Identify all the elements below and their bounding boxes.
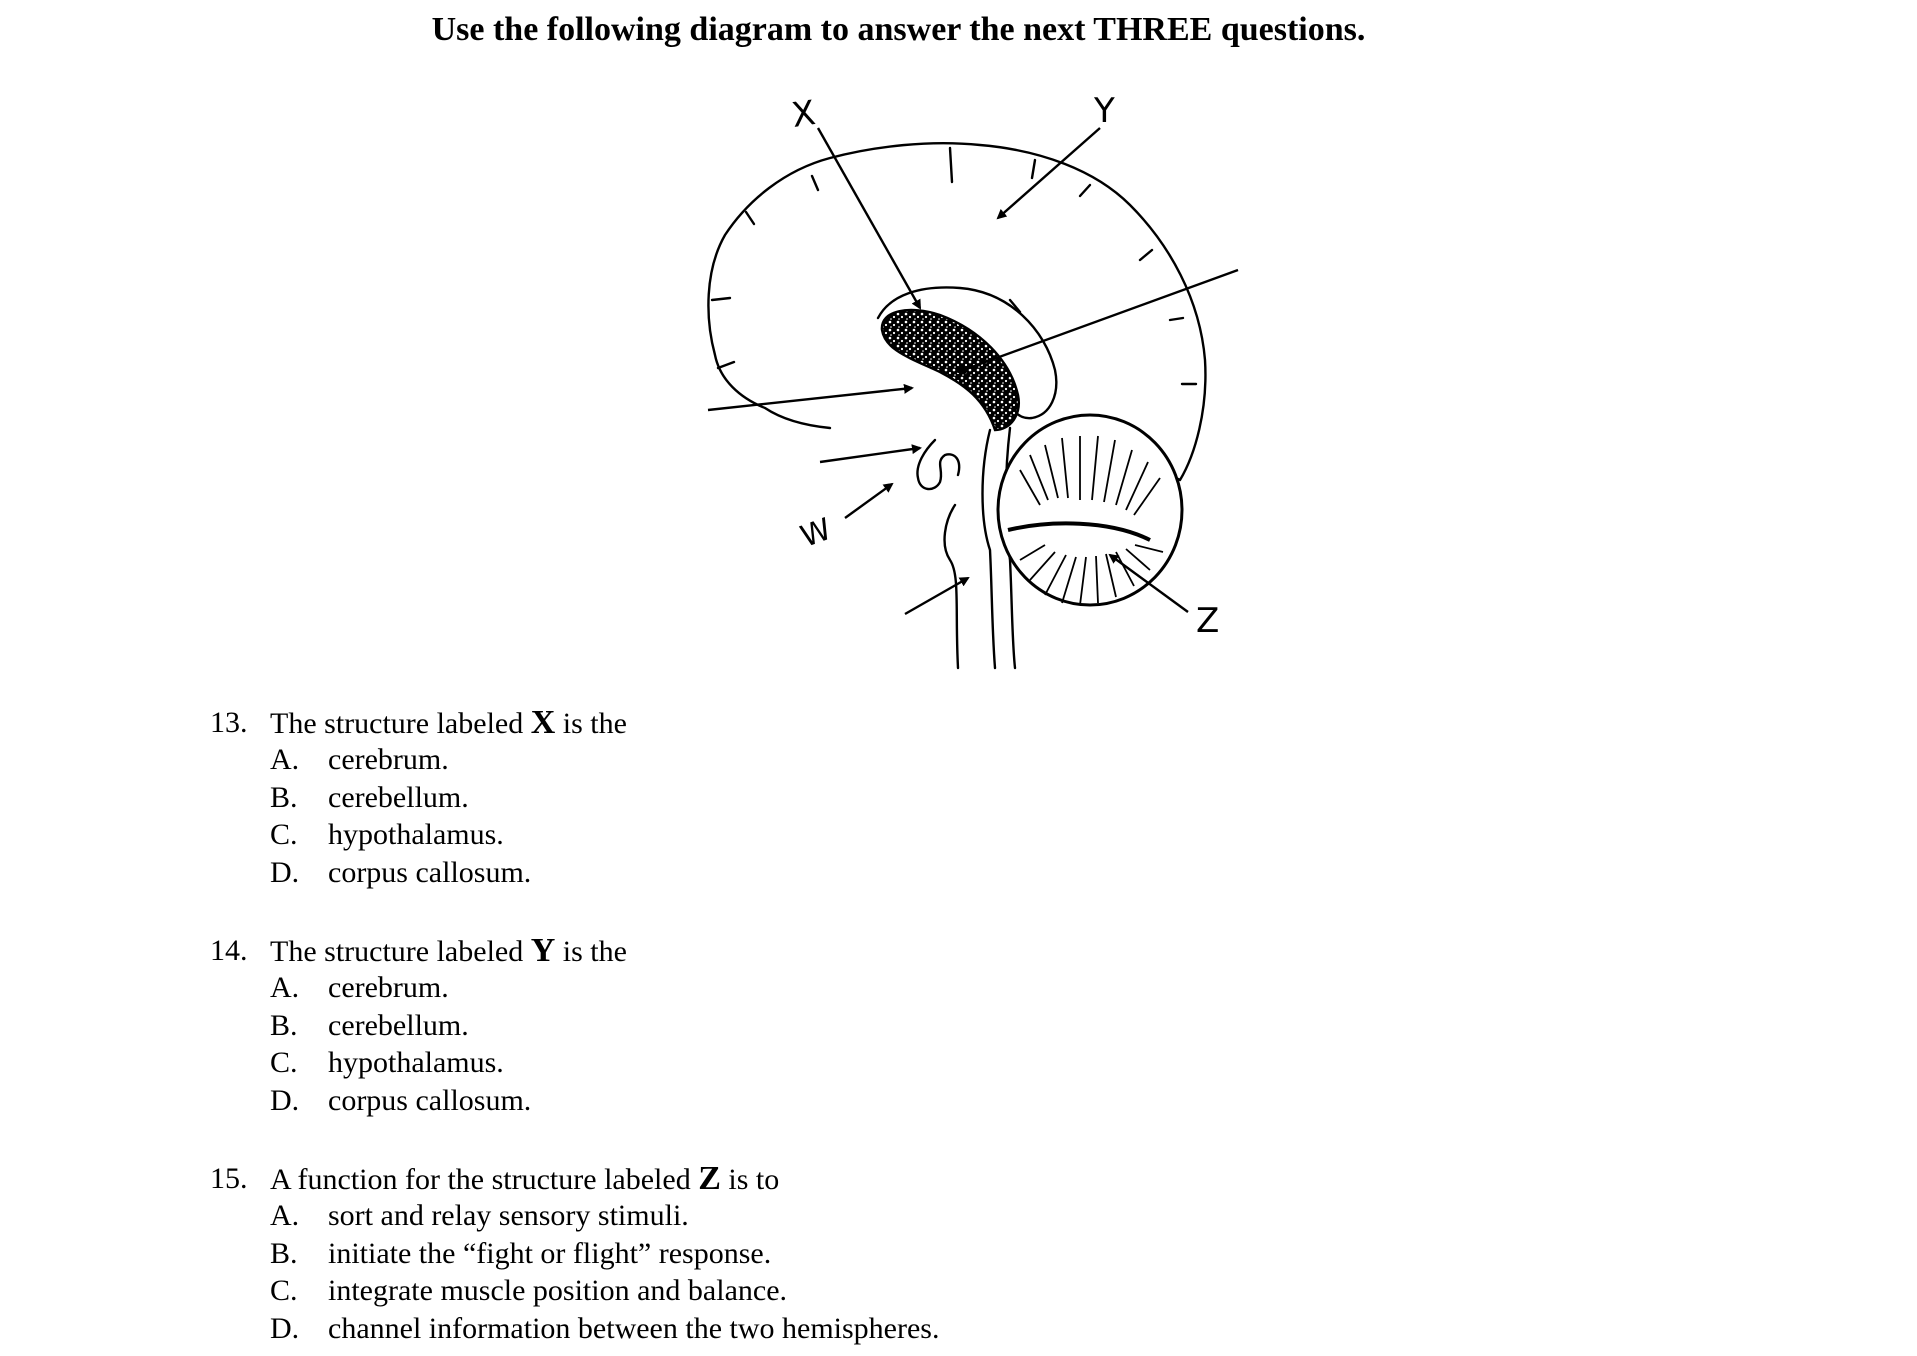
stem-after: is the [555, 935, 627, 968]
option-text: initiate the “fight or flight” response. [328, 1236, 772, 1270]
option-text: cerebellum. [328, 780, 469, 814]
option-letter: B. [270, 780, 298, 814]
option-letter: B. [270, 1008, 298, 1042]
arrow-medulla [904, 576, 970, 616]
question-number: 13. [210, 706, 248, 739]
option-text: cerebrum. [328, 743, 449, 776]
label-z: Z [1196, 601, 1219, 641]
stem-label: Y [530, 932, 556, 969]
arrow-x [816, 127, 922, 310]
instruction-text: Use the following diagram to answer the … [431, 11, 1366, 48]
arrow-optic [819, 444, 922, 464]
arrow-right [956, 268, 1239, 374]
question-number: 15. [210, 1162, 248, 1195]
brainstem [981, 428, 997, 670]
stem-label: X [530, 704, 556, 741]
option-letter: D. [270, 1083, 300, 1117]
option-letter: D. [270, 855, 300, 889]
label-x: X [789, 93, 818, 136]
thalamus [880, 308, 1020, 432]
option-letter: A. [270, 971, 300, 1004]
stem-before: The structure labeled [270, 935, 531, 968]
option-text: cerebrum. [328, 971, 449, 1004]
arrow-z [1108, 553, 1189, 613]
option-text: channel information between the two hemi… [328, 1311, 940, 1345]
option-letter: C. [270, 1274, 298, 1307]
cerebellum [996, 413, 1184, 607]
arrow-w [844, 482, 894, 519]
label-w: W [796, 512, 836, 555]
pituitary [916, 438, 961, 491]
stem-before: The structure labeled [270, 707, 531, 740]
label-y: Y [1093, 91, 1115, 131]
arrow-left [707, 383, 914, 412]
option-text: cerebellum. [328, 1008, 469, 1042]
instruction-heading: Use the following diagram to answer the … [0, 8, 1917, 52]
question-number: 14. [210, 934, 248, 967]
option-text: corpus callosum. [328, 855, 532, 889]
option-letter: A. [270, 743, 300, 776]
option-text: corpus callosum. [328, 1083, 532, 1117]
option-letter: C. [270, 818, 298, 851]
option-letter: B. [270, 1236, 298, 1270]
option-letter: D. [270, 1311, 300, 1345]
brain-diagram: X Y W Z [707, 91, 1239, 670]
stem-before: A function for the structure labeled [270, 1163, 699, 1196]
option-text: hypothalamus. [328, 818, 504, 851]
arrow-y [996, 127, 1101, 220]
option-text: sort and relay sensory stimuli. [328, 1199, 689, 1232]
stem-after: is to [720, 1163, 780, 1196]
option-letter: C. [270, 1046, 298, 1079]
cerebrum-outline [707, 142, 1207, 482]
corpus-callosum-arc [876, 286, 1058, 420]
stem-label: Z [698, 1160, 721, 1197]
option-text: integrate muscle position and balance. [328, 1274, 788, 1307]
option-text: hypothalamus. [328, 1046, 504, 1079]
stem-after: is the [555, 707, 627, 740]
option-letter: A. [270, 1199, 300, 1232]
